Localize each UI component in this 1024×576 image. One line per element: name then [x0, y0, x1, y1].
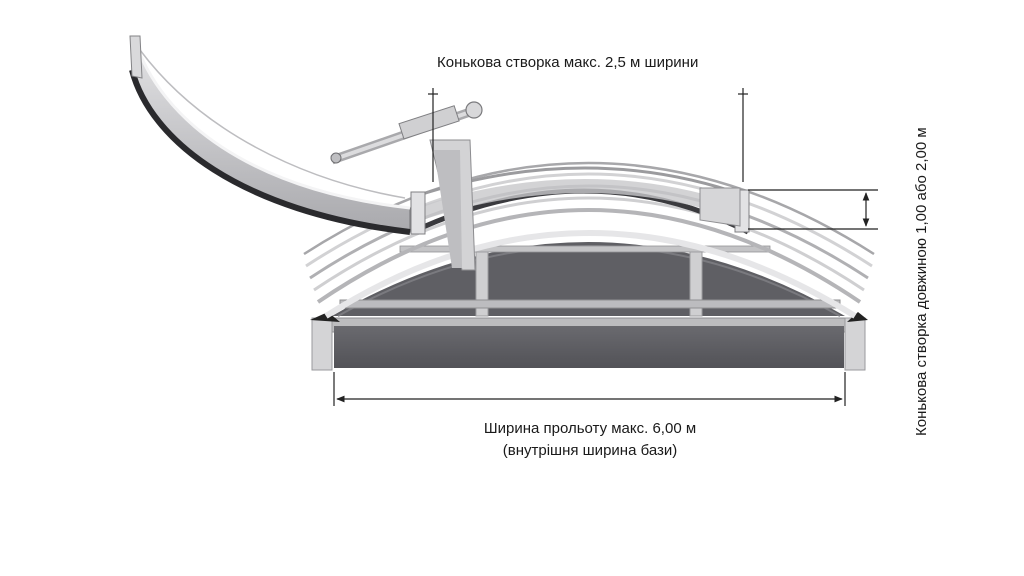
span-width-label: Ширина прольоту макс. 6,00 м (внутрішня … [455, 418, 725, 462]
base-upstand [310, 312, 868, 371]
actuator-arm [330, 101, 483, 271]
ridge-length-label: Конькова створка довжиною 1,00 або 2,00 … [913, 127, 930, 436]
dimension-ridge-length [748, 189, 878, 230]
opened-sash-leaf [129, 35, 411, 235]
ridge-length-label-box: Конькова створка довжиною 1,00 або 2,00 … [912, 71, 932, 436]
span-width-label-line2: (внутрішня ширина бази) [502, 442, 678, 459]
arch-interior [332, 242, 845, 317]
dimension-span-width [333, 372, 846, 406]
ridge-width-label: Конькова створка макс. 2,5 м ширини [437, 54, 699, 71]
dimension-ridge-width [428, 88, 748, 182]
span-width-label-line1: Ширина прольоту макс. 6,00 м [483, 420, 697, 437]
